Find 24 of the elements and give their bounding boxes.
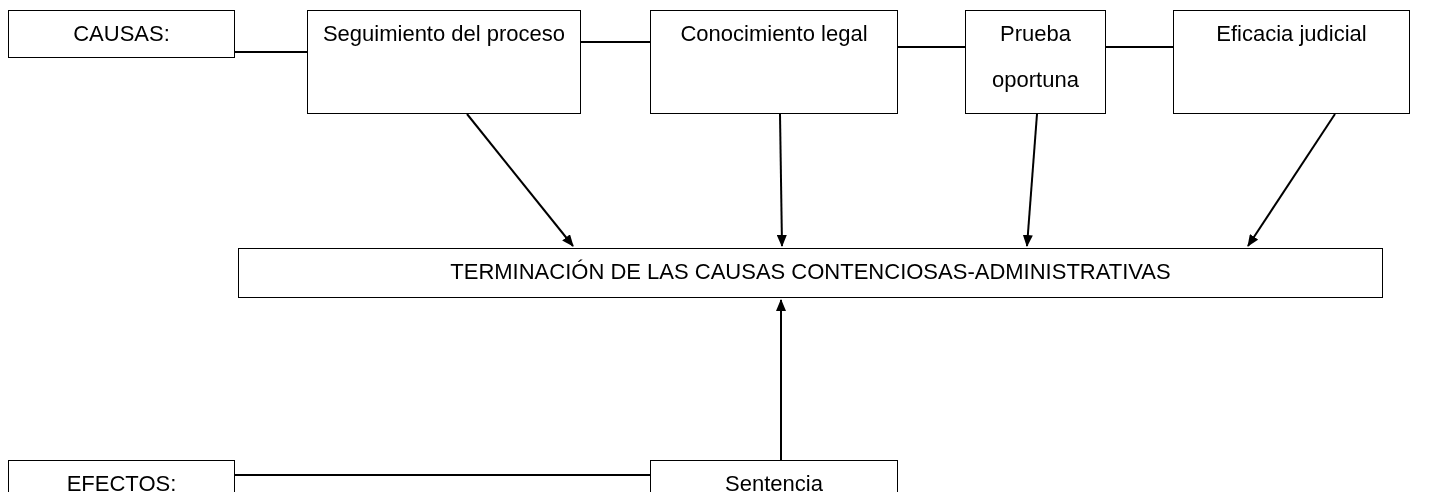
connector-line — [234, 51, 308, 53]
box-text: Sentencia — [725, 470, 823, 492]
connector-line — [1105, 46, 1174, 48]
box-text: Seguimiento del proceso — [322, 20, 566, 48]
connector-line — [234, 474, 651, 476]
box-text: Conocimiento legal — [680, 20, 868, 48]
text-box — [1173, 10, 1410, 114]
connector-line — [897, 46, 966, 48]
text-box — [8, 10, 235, 58]
arrow — [1247, 113, 1336, 247]
box-text: Prueba oportuna — [991, 20, 1080, 94]
text-box — [965, 10, 1106, 114]
arrow — [776, 299, 786, 461]
box-text: TERMINACIÓN DE LAS CAUSAS CONTENCIOSAS-ADMINISTRATIVAS — [450, 258, 1171, 286]
box-text: CAUSAS: — [73, 20, 170, 48]
connector-line — [580, 41, 651, 43]
arrow — [1022, 113, 1038, 247]
text-box — [307, 10, 581, 114]
box-text: EFECTOS: — [66, 470, 177, 492]
arrow — [466, 113, 574, 247]
arrow — [776, 113, 787, 247]
box-text: Eficacia judicial — [1216, 20, 1367, 48]
text-box — [238, 248, 1383, 298]
text-box — [650, 10, 898, 114]
